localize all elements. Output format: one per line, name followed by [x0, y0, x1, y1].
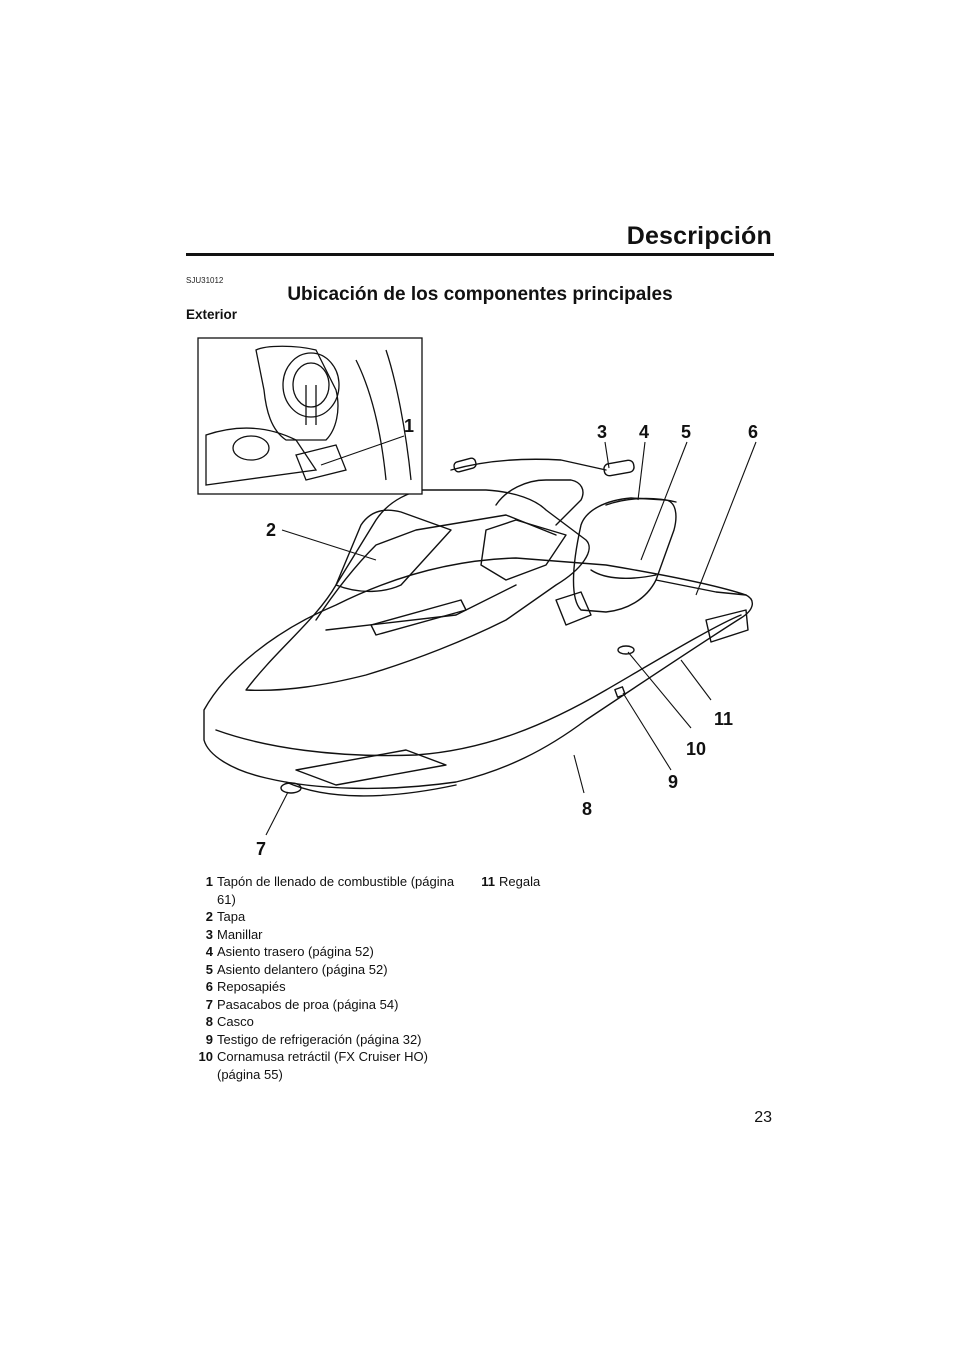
page-number: 23	[754, 1109, 772, 1126]
callout-8: 8	[582, 799, 592, 819]
callout-9: 9	[668, 772, 678, 792]
callout-5: 5	[681, 422, 691, 442]
page-header-title: Descripción	[626, 222, 772, 250]
subheading-exterior: Exterior	[186, 307, 238, 322]
callout-2: 2	[266, 520, 276, 540]
callout-1: 1	[404, 416, 414, 436]
watercraft-illustration: 1 2 3 4 5 6 7 8 9 10 11	[186, 330, 774, 870]
reference-code: SJU31012	[186, 276, 224, 285]
callout-3: 3	[597, 422, 607, 442]
callout-7: 7	[256, 839, 266, 859]
section-title: Ubicación de los componentes principales	[287, 284, 673, 305]
header-rule	[186, 253, 774, 256]
callout-4: 4	[639, 422, 649, 442]
callout-11: 11	[714, 709, 733, 729]
callout-6: 6	[748, 422, 758, 442]
callout-10: 10	[686, 739, 706, 759]
